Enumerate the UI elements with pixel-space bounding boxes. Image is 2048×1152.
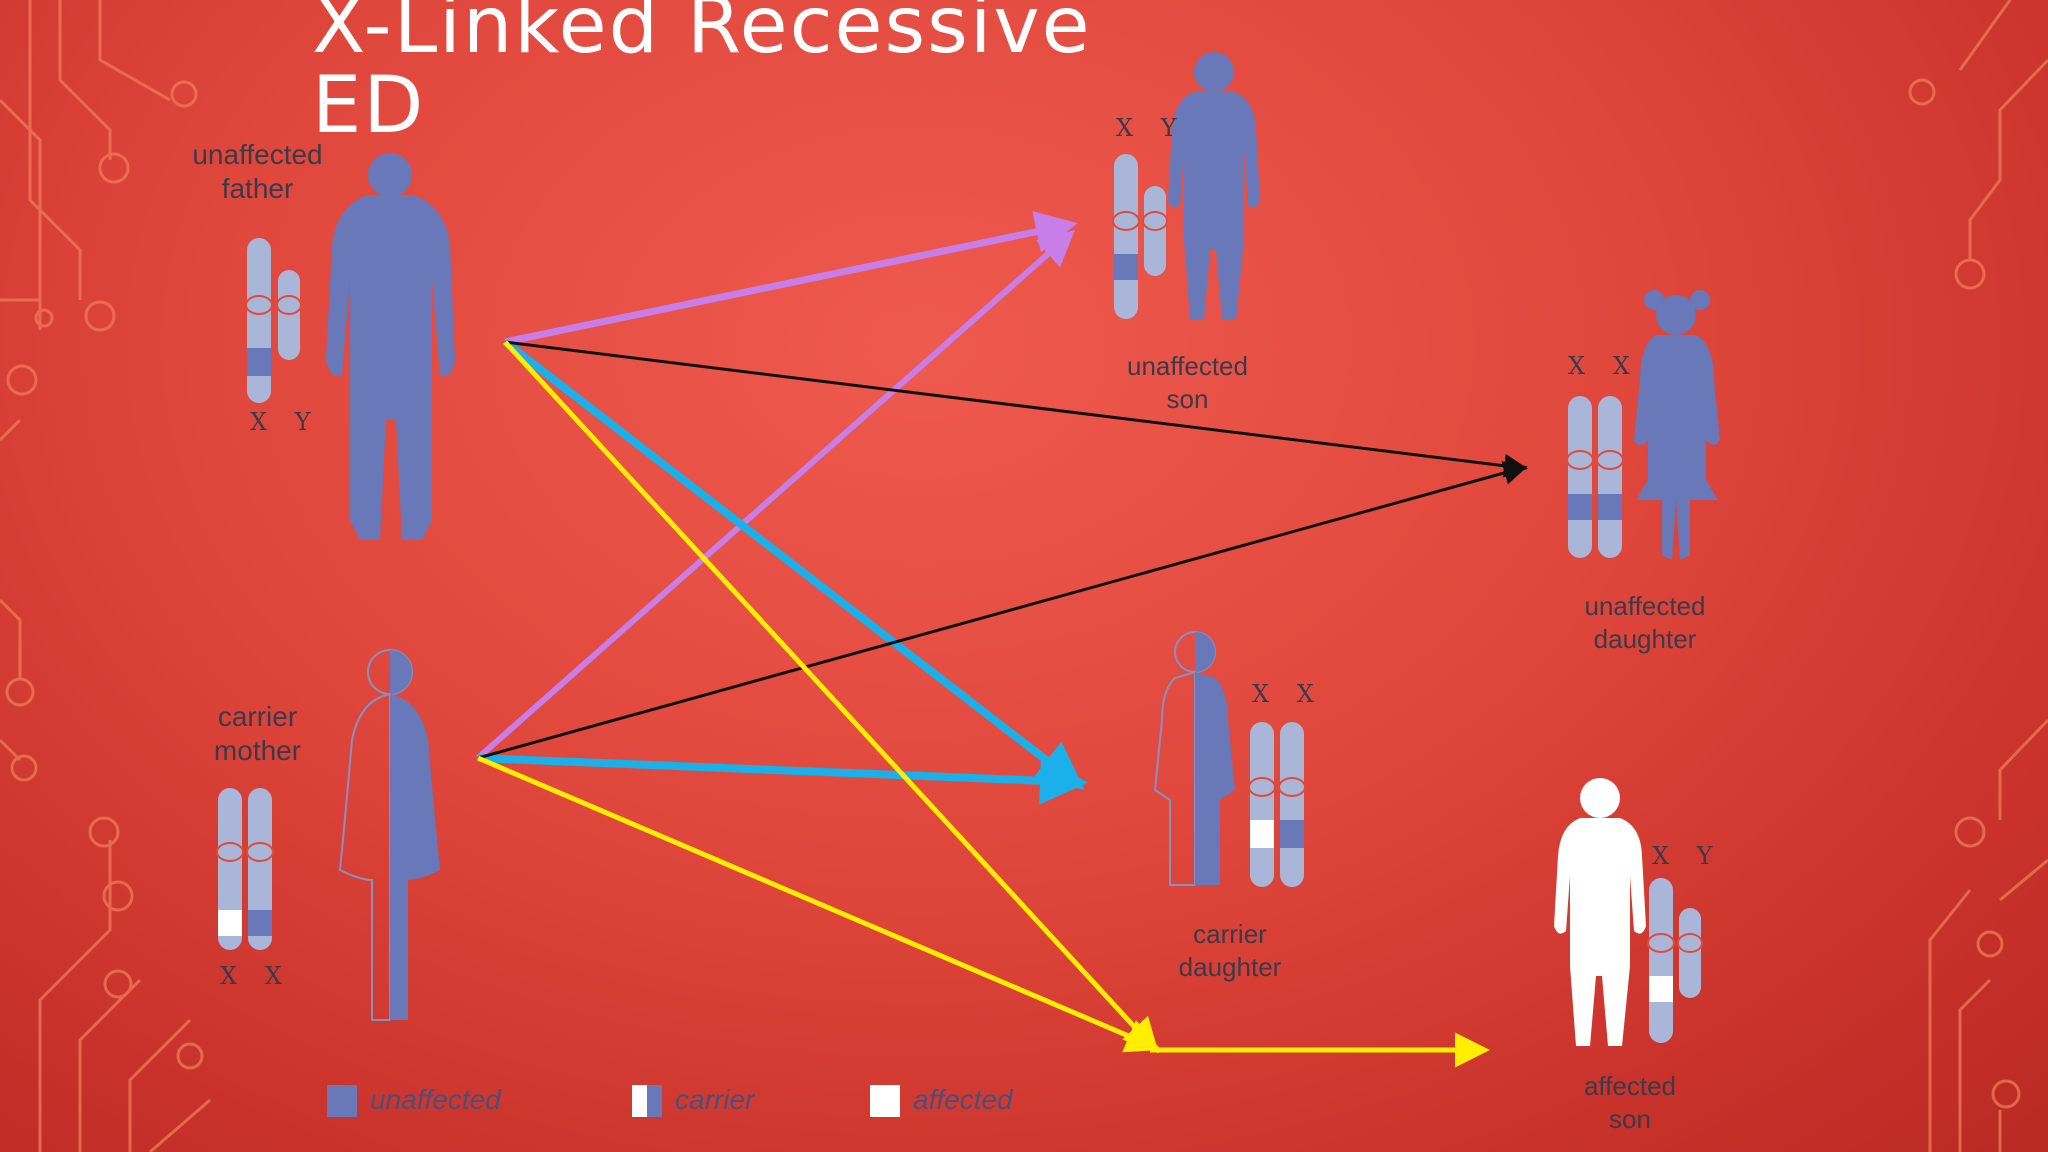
mother-chromosomes <box>216 788 274 950</box>
arrow-mother-to-unaffected-daughter <box>477 461 1528 760</box>
arrow-father-to-unaffected-son <box>504 211 1078 346</box>
unaffected-son-chromosomes <box>1112 154 1168 319</box>
legend-unaffected-swatch <box>327 1085 357 1117</box>
legend-carrier-label: carrier <box>675 1084 755 1115</box>
mother-label: carrier mother <box>213 701 302 766</box>
father-chromosome-label: X Y <box>250 408 321 436</box>
unaffected-daughter-label: unaffected daughter <box>1584 591 1706 654</box>
arrow-father-to-unaffected-daughter <box>504 340 1528 478</box>
unaffected-son-label: unaffected son <box>1127 351 1248 414</box>
unaffected-son-figure <box>1168 52 1260 320</box>
arrow-mother-to-affected-son <box>477 755 1162 1053</box>
arrow-mother-to-carrier-daughter <box>477 754 1088 805</box>
unaffected-daughter-figure <box>1634 290 1720 560</box>
affected-son-chromosome-label: X Y <box>1652 842 1723 870</box>
legend-affected-label: affected <box>913 1084 1013 1115</box>
unaffected-daughter-chromosomes <box>1566 396 1624 558</box>
mother-chromosome-label: X X <box>220 962 292 990</box>
legend-unaffected-label: unaffected <box>370 1084 501 1115</box>
mother-figure <box>338 649 440 1021</box>
affected-son-chromosomes <box>1647 878 1703 1043</box>
carrier-daughter-figure <box>1153 631 1235 886</box>
inheritance-arrows <box>476 211 1528 1068</box>
father-label: unaffected father <box>192 139 323 204</box>
circuit-decoration-right <box>1908 0 2048 1152</box>
carrier-daughter-label: carrier daughter <box>1178 919 1282 982</box>
unaffected-daughter-chromosome-label: X X <box>1568 352 1640 380</box>
carrier-daughter-chromosome-label: X X <box>1252 680 1324 708</box>
father-figure <box>326 153 455 540</box>
carrier-daughter-chromosomes <box>1248 722 1306 887</box>
arrow-father-to-affected-son <box>503 340 1159 1054</box>
legend-affected-swatch <box>870 1085 900 1117</box>
arrow-mother-to-unaffected-son <box>476 230 1075 761</box>
slide-title: X-Linked Recessive ED <box>312 0 1092 151</box>
affected-son-label: affected son <box>1583 1071 1677 1134</box>
circuit-decoration-left <box>0 0 211 1152</box>
arrow-father-to-carrier-daughter <box>502 338 1085 790</box>
father-chromosomes <box>245 238 302 403</box>
unaffected-son-chromosome-label: X Y <box>1116 114 1187 142</box>
legend-carrier-swatch <box>632 1085 662 1117</box>
affected-son-figure <box>1554 778 1646 1046</box>
